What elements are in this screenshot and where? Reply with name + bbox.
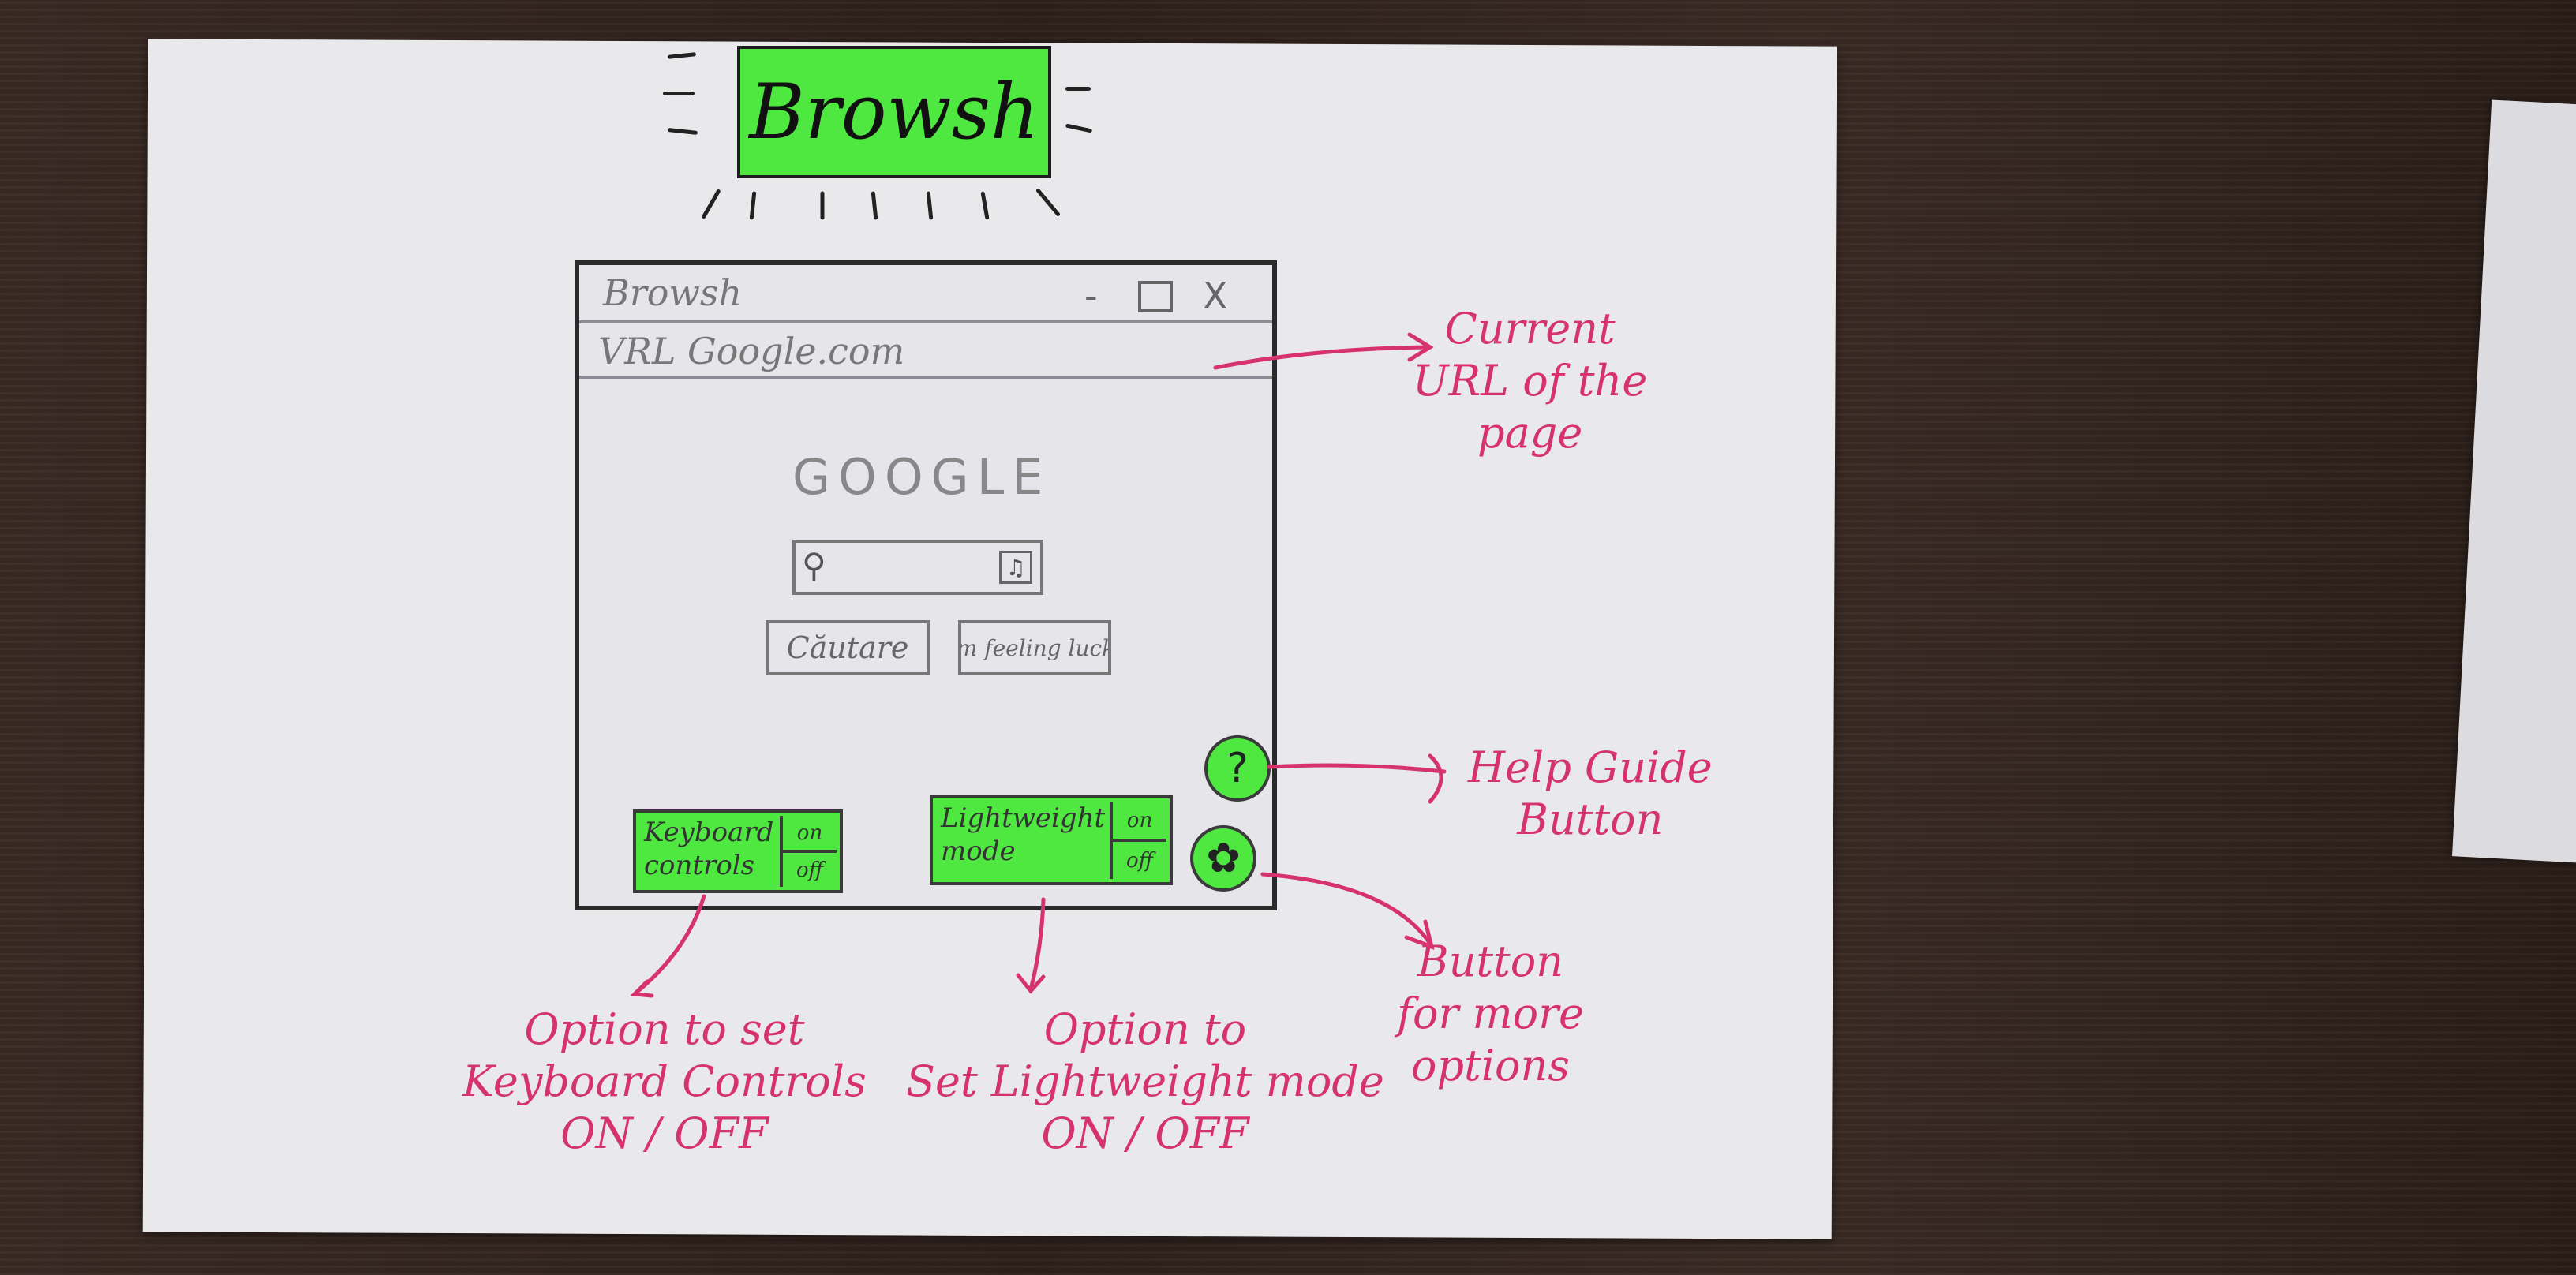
annotation-line: Option to set <box>524 1004 805 1054</box>
search-input[interactable]: ⚲ ♫ <box>792 540 1043 595</box>
google-logo: GOOGLE <box>792 448 1051 506</box>
keyboard-controls-toggle[interactable]: Keyboard controls on off <box>633 809 843 893</box>
window-titlebar: Browsh - X <box>579 265 1272 323</box>
search-button[interactable]: Căutare <box>766 620 930 675</box>
more-options-icon: ✿ <box>1206 835 1241 882</box>
lightweight-on-option[interactable]: on <box>1126 808 1153 832</box>
annotation-help-guide: Help Guide Button <box>1468 742 1713 846</box>
annotation-line: Current <box>1444 304 1616 353</box>
url-text: VRL Google.com <box>598 330 905 372</box>
annotation-line: ON / OFF <box>1041 1109 1249 1158</box>
url-arrow-head <box>1407 332 1434 362</box>
annotation-lightweight-mode: Option to Set Lightweight mode ON / OFF <box>906 1004 1384 1160</box>
search-button-label: Căutare <box>786 630 909 665</box>
window-title: Browsh <box>603 271 743 314</box>
keyboard-arrow-head <box>630 979 654 998</box>
lightweight-mode-switch[interactable]: on off <box>1110 802 1166 879</box>
annotation-line: ON / OFF <box>560 1109 769 1158</box>
annotation-line: URL of the <box>1413 356 1648 406</box>
annotation-line: Option to <box>1043 1004 1247 1054</box>
lightweight-off-option[interactable]: off <box>1113 839 1166 879</box>
maximize-icon[interactable] <box>1138 281 1173 312</box>
banner-ray <box>663 92 695 95</box>
more-arrow-head <box>1404 919 1435 951</box>
lightweight-mode-label: Lightweight mode <box>941 802 1106 867</box>
keyboard-off-option[interactable]: off <box>783 850 837 887</box>
annotation-line: Button <box>1417 937 1564 986</box>
app-title-banner: Browsh <box>737 46 1051 178</box>
search-icon: ⚲ <box>802 546 826 585</box>
annotation-line: options <box>1410 1041 1571 1090</box>
annotation-line: for more <box>1397 989 1584 1038</box>
annotation-line: page <box>1477 408 1583 458</box>
lucky-button-label: I'm feeling lucky <box>958 634 1108 661</box>
lightweight-mode-toggle[interactable]: Lightweight mode on off <box>930 795 1173 885</box>
browser-window-sketch: Browsh - X VRL Google.com GOOGLE ⚲ ♫ Cău… <box>575 260 1277 910</box>
keyboard-controls-switch[interactable]: on off <box>780 816 837 887</box>
url-bar[interactable]: VRL Google.com <box>579 323 1272 379</box>
keyboard-controls-label: Keyboard controls <box>644 817 774 881</box>
minimize-icon[interactable]: - <box>1084 275 1098 317</box>
annotation-line: Button <box>1517 795 1664 844</box>
url-arrow <box>1213 345 1431 370</box>
more-arrow <box>1260 872 1432 946</box>
banner-ray <box>1065 87 1091 91</box>
help-arrow <box>1267 763 1447 774</box>
close-icon[interactable]: X <box>1203 275 1228 317</box>
app-title: Browsh <box>749 68 1039 156</box>
lucky-button[interactable]: I'm feeling lucky <box>958 620 1111 675</box>
help-icon: ? <box>1226 745 1249 792</box>
help-arrow-head <box>1428 753 1443 804</box>
microphone-icon[interactable]: ♫ <box>999 551 1032 584</box>
annotation-line: Help Guide <box>1468 742 1713 792</box>
annotation-line: Set Lightweight mode <box>906 1056 1384 1106</box>
more-options-button[interactable]: ✿ <box>1190 825 1256 892</box>
annotation-current-url: Current URL of the page <box>1413 303 1647 459</box>
annotation-more-options: Button for more options <box>1397 936 1584 1092</box>
annotation-line: Keyboard Controls <box>462 1056 867 1106</box>
annotation-keyboard-controls: Option to set Keyboard Controls ON / OFF <box>462 1004 867 1160</box>
keyboard-on-option[interactable]: on <box>796 821 823 845</box>
keyboard-arrow <box>634 894 706 995</box>
lightweight-arrow-head <box>1016 973 1046 994</box>
help-guide-button[interactable]: ? <box>1204 735 1271 802</box>
lightweight-arrow <box>1028 897 1046 992</box>
